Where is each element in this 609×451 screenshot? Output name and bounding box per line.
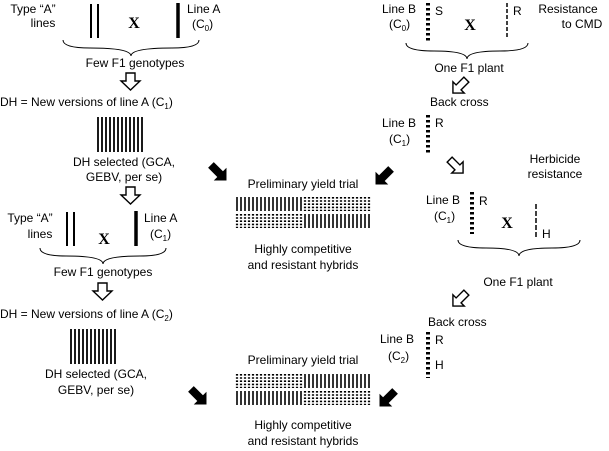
few-f1-genotypes-2: Few F1 genotypes [54,265,153,279]
hollow-arrow-to-back-cross-2 [452,289,470,307]
line-b-name-2: Line B [382,116,416,130]
dh-selected-label-1: DH selected (GCA, [73,155,175,169]
trial-plot-1 [235,197,371,228]
type-a-lines-label-2b: lines [28,227,53,241]
hybrids-label-2: Highly competitive [254,418,352,432]
line-b-cycle-2: (C1) [389,132,410,148]
line-b-allele-4b: H [435,358,444,372]
line-b-allele-3: R [479,194,488,208]
line-b-allele-1: S [435,4,443,18]
brace-herbicide [457,239,581,257]
line-b-cycle-3: (C1) [434,209,455,225]
line-a-cycle-2: (C1) [150,227,171,243]
black-arrow-right-to-trial-2 [379,388,398,407]
type-a-lines-symbol-2 [66,212,75,246]
hybrids-label-2b: and resistant hybrids [248,434,359,448]
brace-1 [62,39,200,57]
one-f1-plant-1: One F1 plant [434,61,504,75]
one-f1-plant-2: One F1 plant [483,275,553,289]
back-cross-2: Back cross [428,315,487,329]
cross-symbol-1: X [128,15,140,32]
line-b-name-3: Line B [426,193,460,207]
donor-cmd-allele: R [513,4,522,18]
brace-cmd [405,42,529,60]
preliminary-yield-trial-1: Preliminary yield trial [248,177,359,191]
line-b-name-1: Line B [382,2,416,16]
line-a-cycle-1: (C0) [192,17,213,33]
dh-selected-label-1b: GEBV, per se) [86,170,162,184]
dh-selected-label-2: DH selected (GCA, [45,367,147,381]
type-a-lines-symbol-1 [90,4,99,38]
resistance-cmd-label: Resistance [538,2,598,16]
line-b-allele-4a: R [435,333,444,347]
type-a-lines-label-1: Type “A” [10,2,55,16]
cross-symbol-2: X [98,231,110,248]
line-b-cycle-1: (C0) [389,17,410,33]
dh-lines-block-2 [70,329,116,364]
herbicide-label: Herbicide [530,152,581,166]
line-b-cycle-4: (C2) [388,349,409,365]
hybrids-label-1b: and resistant hybrids [248,258,359,272]
down-arrow-3 [91,282,114,301]
black-arrow-right-to-trial-1 [375,166,394,185]
resistance-cmd-label-b: to CMD [562,17,603,31]
line-b-name-4: Line B [380,332,414,346]
trial-plot-2 [235,374,371,405]
line-a-name-1: Line A [187,2,220,16]
cross-symbol-herbicide: X [501,215,513,232]
down-arrow-2 [119,186,142,205]
dh-lines-block-1 [97,117,143,152]
type-a-lines-label-2: Type “A” [7,211,52,225]
dh-new-versions-2: DH = New versions of line A (C2) [0,307,173,323]
hollow-arrow-to-back-cross-1 [452,76,470,94]
dh-new-versions-1: DH = New versions of line A (C1) [0,95,173,111]
donor-herbicide-allele: H [542,227,551,241]
line-a-name-2: Line A [144,211,177,225]
hybrids-label-1: Highly competitive [254,242,352,256]
back-cross-1: Back cross [430,95,489,109]
down-arrow-1 [119,72,142,91]
herbicide-label-b: resistance [528,167,583,181]
black-arrow-left-to-trial-2 [188,386,207,405]
dh-selected-label-2b: GEBV, per se) [58,383,134,397]
preliminary-yield-trial-2: Preliminary yield trial [248,353,359,367]
line-b-allele-2: R [435,116,444,130]
brace-2 [39,247,167,265]
type-a-lines-label-1b: lines [31,16,56,30]
cross-symbol-cmd: X [464,17,476,34]
few-f1-genotypes-1: Few F1 genotypes [86,56,185,70]
black-arrow-left-to-trial-1 [208,162,227,181]
hollow-arrow-to-line-b-3 [446,156,464,174]
